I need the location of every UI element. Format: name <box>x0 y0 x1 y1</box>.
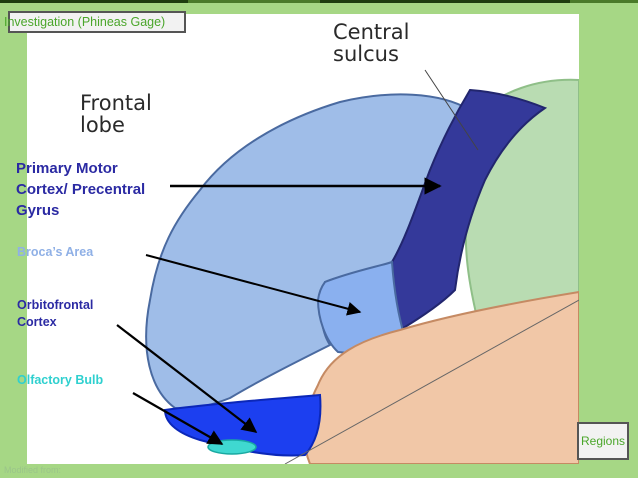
orbitofrontal-line: Cortex <box>17 315 57 329</box>
primary-motor-line: Gyrus <box>16 202 60 219</box>
primary-motor-line: Cortex/ Precentral <box>16 181 146 198</box>
central-sulcus-line: sulcus <box>333 42 399 66</box>
orbitofrontal-label: Orbitofrontal Cortex <box>17 297 93 331</box>
frontal-lobe-label: Frontal lobe <box>80 92 152 136</box>
primary-motor-label: Primary Motor Cortex/ Precentral Gyrus <box>16 158 145 221</box>
arrow-icon <box>145 254 362 316</box>
top-border-segment <box>320 0 570 3</box>
frontal-lobe-line: lobe <box>80 113 125 137</box>
central-sulcus-line: Central <box>333 20 410 44</box>
central-sulcus-label: Central sulcus <box>333 21 409 65</box>
olfactory-label: Olfactory Bulb <box>17 373 104 387</box>
olfactory-bulb-region <box>207 439 257 455</box>
arrow-icon <box>116 324 258 433</box>
regions-button[interactable]: Regions <box>577 422 629 460</box>
investigation-link[interactable]: Investigation (Phineas Gage) <box>4 11 186 33</box>
broca-label: Broca’s Area <box>17 245 94 259</box>
arrow-icon <box>132 392 224 445</box>
source-credit: Modified from: <box>4 465 62 475</box>
frontal-lobe-line: Frontal <box>80 91 152 115</box>
orbitofrontal-line: Orbitofrontal <box>17 298 94 312</box>
top-border-segment <box>0 0 188 3</box>
top-border <box>0 0 638 3</box>
primary-motor-line: Primary Motor <box>16 160 118 177</box>
